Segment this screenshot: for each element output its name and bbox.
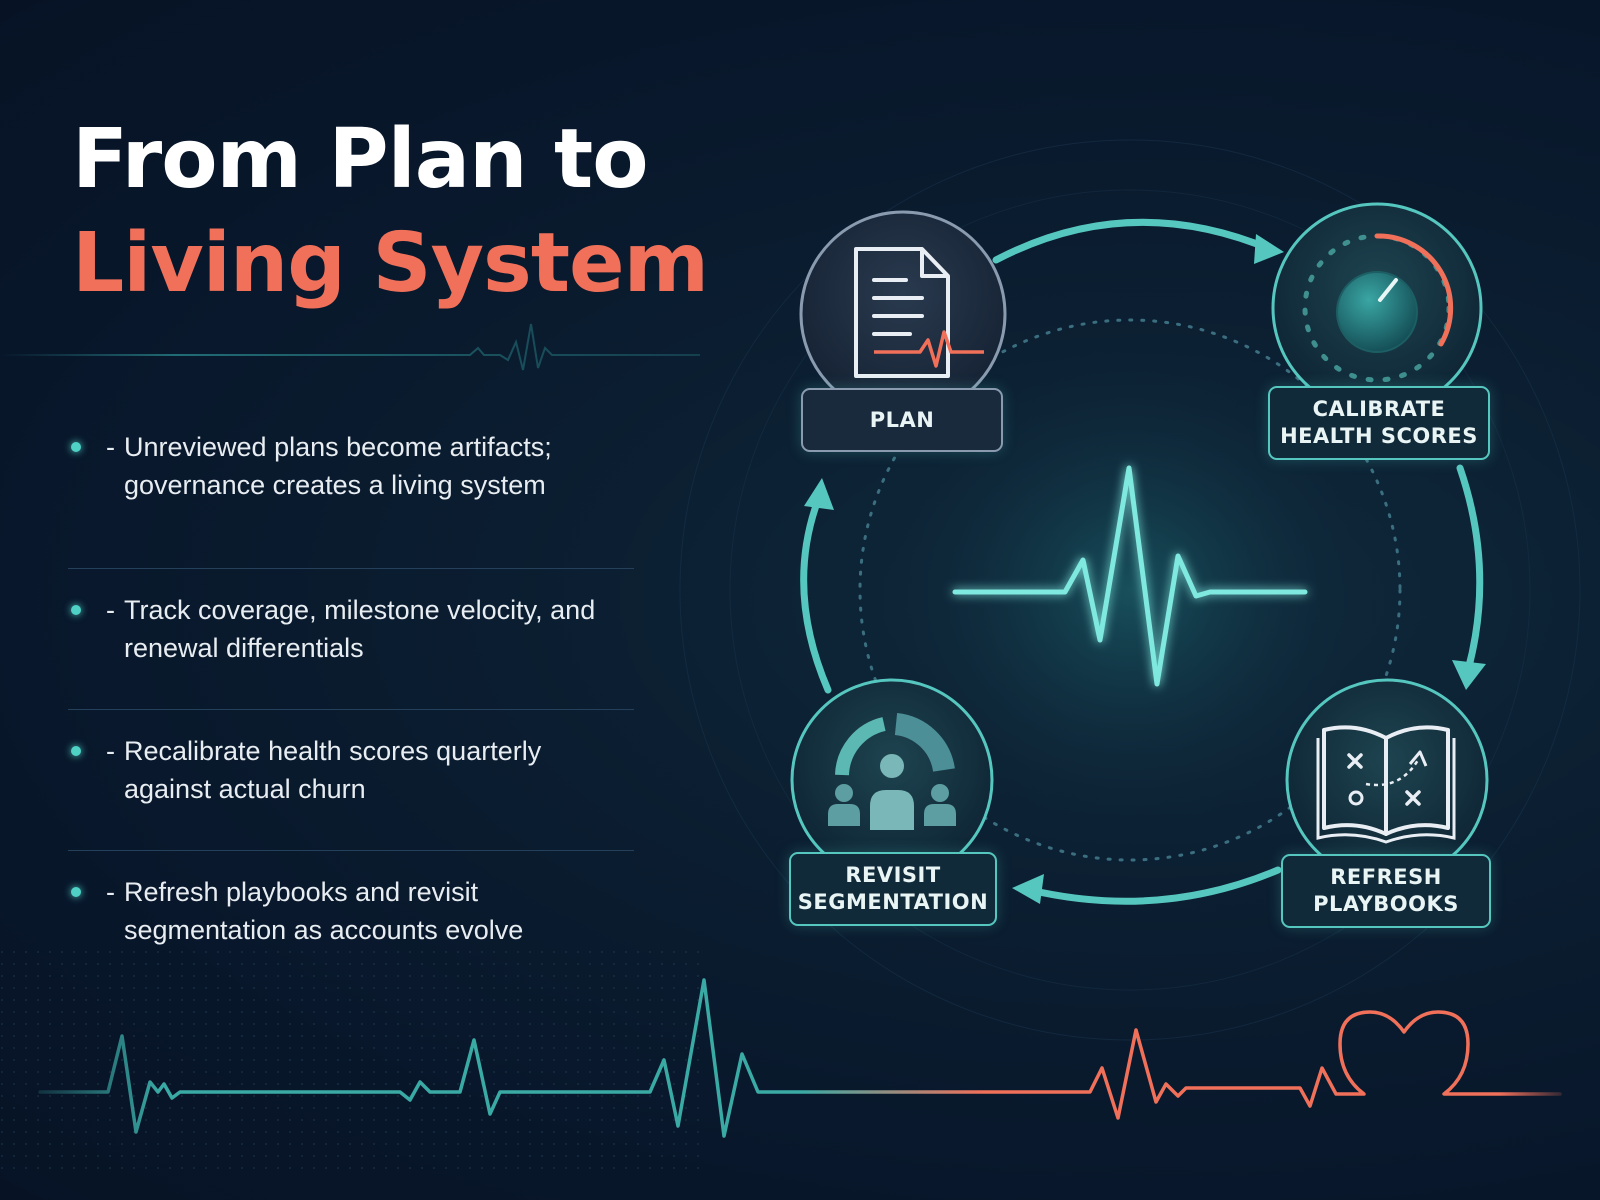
bullet-dash: - (106, 595, 115, 625)
plan-label-text: PLAN (869, 407, 935, 432)
playbooks-label-line-2: PLAYBOOKS (1313, 892, 1459, 916)
segmentation-label: REVISIT SEGMENTATION (789, 852, 997, 926)
segmentation-label-line-2: SEGMENTATION (797, 890, 989, 914)
center-dotted-ring (858, 318, 1402, 862)
bullet-dot (71, 887, 81, 897)
arrow-segmentation-to-plan (800, 496, 832, 694)
bullet-text: Track coverage, milestone velocity, and … (124, 595, 596, 663)
playbooks-node (1285, 678, 1489, 882)
bullet-item: - Recalibrate health scores quarterly ag… (68, 710, 634, 851)
team-segmentation-icon (828, 713, 956, 830)
bullet-dot (71, 605, 81, 615)
bullet-list: - Unreviewed plans become artifacts; gov… (68, 428, 634, 992)
page-title: From Plan to Living System (72, 108, 709, 316)
gauge-dial-icon (1302, 233, 1454, 383)
calibrate-node (1271, 202, 1483, 414)
title-divider-pulse (0, 323, 700, 371)
plan-label: PLAN (801, 388, 1003, 452)
bullet-dash: - (106, 736, 115, 766)
calibrate-label-line-2: HEALTH SCORES (1280, 424, 1478, 448)
bullet-text: Refresh playbooks and revisit segmentati… (124, 877, 524, 945)
bullet-dot (71, 746, 81, 756)
arrow-calibrate-to-playbooks (1456, 464, 1484, 674)
bottom-ekg-line (0, 950, 1562, 1170)
bullet-item: - Track coverage, milestone velocity, an… (68, 569, 634, 710)
arrow-playbooks-to-segmentation (1026, 866, 1282, 905)
bullet-item: - Refresh playbooks and revisit segmenta… (68, 851, 634, 992)
bullet-item: - Unreviewed plans become artifacts; gov… (68, 428, 634, 569)
bullet-dash: - (106, 432, 115, 462)
playbook-icon (1316, 725, 1456, 844)
segmentation-label-line-1: REVISIT (845, 863, 941, 887)
bullet-dot (71, 442, 81, 452)
calibrate-label: CALIBRATE HEALTH SCORES (1268, 386, 1490, 460)
bullet-text: Recalibrate health scores quarterly agai… (124, 736, 542, 804)
title-line-2: Living System (72, 216, 709, 311)
playbooks-label: REFRESH PLAYBOOKS (1281, 854, 1491, 928)
title-line-1: From Plan to (72, 112, 649, 207)
plan-node (799, 210, 1007, 418)
calibrate-label-line-1: CALIBRATE (1312, 397, 1446, 421)
bullet-dash: - (106, 877, 115, 907)
document-pulse-icon (854, 247, 984, 378)
bullet-text: Unreviewed plans become artifacts; gover… (124, 432, 552, 500)
heartbeat-icon (952, 465, 1308, 687)
segmentation-node (790, 678, 994, 882)
playbooks-label-line-1: REFRESH (1330, 865, 1442, 889)
arrow-plan-to-calibrate (992, 218, 1276, 264)
